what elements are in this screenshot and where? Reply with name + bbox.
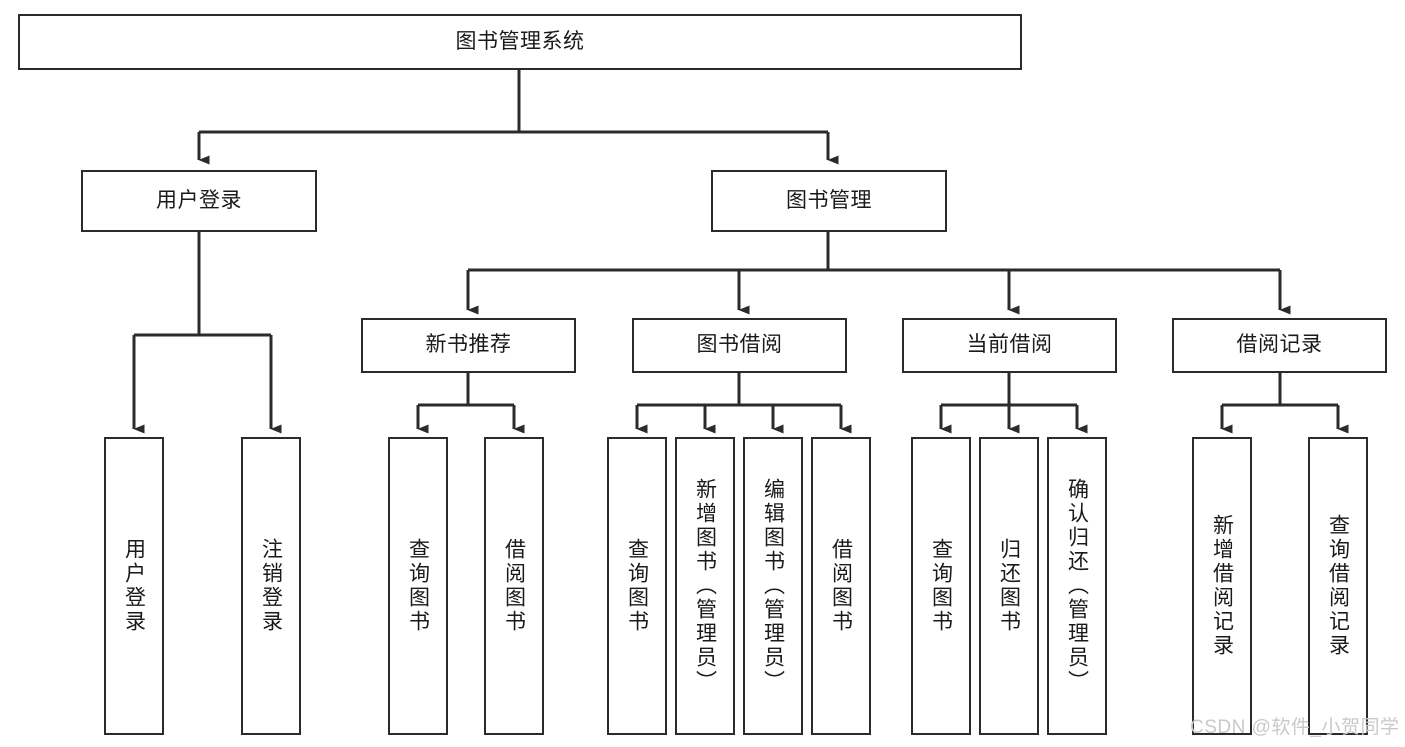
node-current-borrow[interactable]: 当前借阅 — [902, 318, 1117, 373]
node-label: 查询图书 — [406, 538, 430, 634]
node-book-manage[interactable]: 图书管理 — [711, 170, 947, 232]
node-user-login[interactable]: 用户登录 — [81, 170, 317, 232]
node-book-borrow[interactable]: 图书借阅 — [632, 318, 847, 373]
node-label: 查询图书 — [929, 538, 953, 634]
node-leaf-confirm-return[interactable]: 确认归还（管理员） — [1047, 437, 1107, 735]
node-label: 用户登录 — [122, 538, 146, 634]
edges-newbookrec-to-leaves — [416, 373, 525, 434]
node-label: 编辑图书（管理员） — [761, 478, 785, 694]
node-leaf-logout[interactable]: 注销登录 — [241, 437, 301, 735]
node-label: 新增图书（管理员） — [693, 478, 717, 694]
node-label: 图书管理系统 — [455, 29, 585, 53]
edges-userlogin-to-leaves — [132, 232, 282, 434]
node-leaf-user-login[interactable]: 用户登录 — [104, 437, 164, 735]
node-root-system[interactable]: 图书管理系统 — [18, 14, 1022, 70]
node-label: 图书借阅 — [696, 333, 783, 357]
node-label: 借阅图书 — [502, 538, 526, 634]
node-label: 新增借阅记录 — [1210, 514, 1234, 658]
node-leaf-borrow-book-2[interactable]: 借阅图书 — [811, 437, 871, 735]
node-leaf-query-book-1[interactable]: 查询图书 — [388, 437, 448, 735]
node-label: 图书管理 — [786, 188, 872, 212]
edges-root-to-level2 — [197, 70, 839, 165]
node-label: 注销登录 — [259, 538, 283, 634]
node-leaf-query-record[interactable]: 查询借阅记录 — [1308, 437, 1368, 735]
node-label: 查询图书 — [625, 538, 649, 634]
node-new-book-rec[interactable]: 新书推荐 — [361, 318, 576, 373]
node-label: 确认归还（管理员） — [1065, 478, 1089, 694]
node-borrow-record[interactable]: 借阅记录 — [1172, 318, 1387, 373]
node-label: 新书推荐 — [425, 333, 512, 357]
node-leaf-borrow-book-1[interactable]: 借阅图书 — [484, 437, 544, 735]
node-label: 借阅图书 — [829, 538, 853, 634]
edges-bookmanage-to-level3 — [466, 232, 1291, 315]
node-label: 用户登录 — [156, 188, 242, 212]
node-leaf-add-book[interactable]: 新增图书（管理员） — [675, 437, 735, 735]
node-leaf-query-book-2[interactable]: 查询图书 — [607, 437, 667, 735]
node-label: 查询借阅记录 — [1326, 514, 1350, 658]
node-leaf-edit-book[interactable]: 编辑图书（管理员） — [743, 437, 803, 735]
node-leaf-add-record[interactable]: 新增借阅记录 — [1192, 437, 1252, 735]
node-label: 借阅记录 — [1236, 333, 1323, 357]
edges-currentborrow-to-leaves — [939, 373, 1088, 434]
edges-bookborrow-to-leaves — [635, 373, 852, 434]
node-label: 当前借阅 — [966, 333, 1053, 357]
node-leaf-query-book-3[interactable]: 查询图书 — [911, 437, 971, 735]
node-label: 归还图书 — [997, 538, 1021, 634]
node-leaf-return-book[interactable]: 归还图书 — [979, 437, 1039, 735]
edges-borrowrecord-to-leaves — [1220, 373, 1349, 434]
